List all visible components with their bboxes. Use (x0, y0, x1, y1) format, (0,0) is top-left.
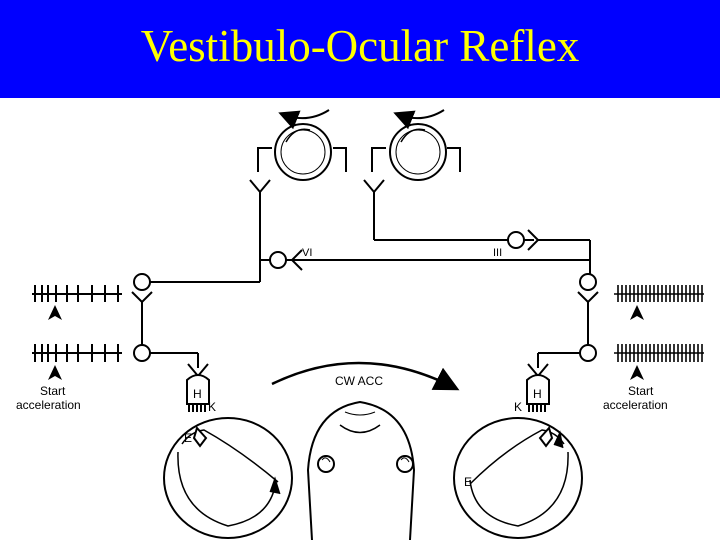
right-semicircular-canal (453, 417, 583, 539)
title-bar: Vestibulo-Ocular Reflex (0, 0, 720, 98)
left-hair-cell-label: H (193, 387, 202, 401)
rotation-arrow (271, 361, 460, 391)
right-firing-train-top (614, 285, 704, 302)
right-hair-cell (526, 374, 550, 412)
right-firing-train-bottom (614, 344, 704, 362)
left-eye (257, 109, 347, 181)
slide-title: Vestibulo-Ocular Reflex (140, 21, 580, 71)
nerve-vi-label: VI (302, 247, 312, 259)
abducens-pathway (249, 179, 590, 271)
oculomotor-pathway (363, 179, 591, 274)
left-start-label: Start (40, 384, 66, 398)
right-eye (371, 109, 461, 181)
right-start-label: Start (628, 384, 654, 398)
left-start-arrowhead-bottom (48, 365, 62, 380)
left-hair-cell (186, 374, 210, 412)
left-endolymph-label: E (184, 431, 192, 445)
right-start-arrowhead-bottom (630, 365, 644, 380)
right-start-arrowhead-top (630, 305, 644, 320)
head-top-view (306, 400, 416, 540)
left-firing-train-top (32, 285, 122, 302)
left-kinocilium-label: K (208, 400, 216, 414)
left-start-arrowhead-top (48, 305, 62, 320)
left-vestibular-pathway (131, 260, 261, 378)
right-hair-cell-label: H (533, 387, 542, 401)
right-endolymph-label: E (464, 475, 472, 489)
left-firing-train-bottom (32, 344, 122, 362)
nerve-iii-label: III (493, 247, 502, 259)
right-kinocilium-label: K (514, 400, 522, 414)
rotation-label: CW ACC (335, 374, 383, 388)
right-acceleration-label: acceleration (603, 398, 668, 412)
left-semicircular-canal (163, 417, 293, 539)
left-acceleration-label: acceleration (16, 398, 81, 412)
right-vestibular-pathway (527, 273, 599, 378)
